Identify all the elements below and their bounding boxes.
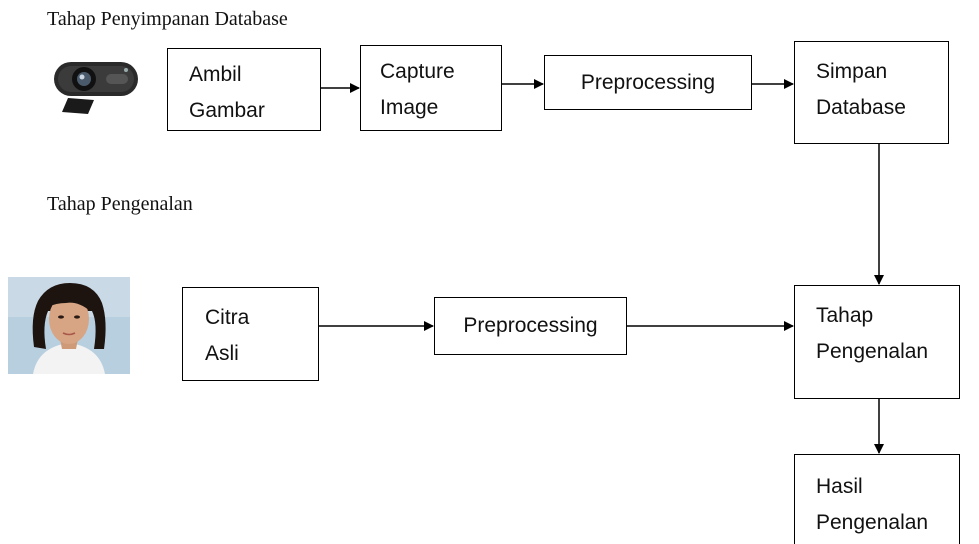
- node-label: Preprocessing: [463, 314, 598, 337]
- node-label: Pengenalan: [816, 340, 929, 363]
- node-preprocessing-recognition: Preprocessing: [434, 297, 627, 355]
- node-tahap-pengenalan: Tahap Pengenalan: [794, 285, 960, 399]
- node-ambil-gambar: Ambil Gambar: [167, 48, 321, 131]
- node-citra-asli: Citra Asli: [182, 287, 319, 381]
- node-label: Simpan: [816, 60, 888, 83]
- node-label: Capture: [380, 60, 455, 83]
- section-title-database: Tahap Penyimpanan Database: [47, 8, 288, 30]
- node-hasil-pengenalan: Hasil Pengenalan: [794, 454, 960, 544]
- webcam-icon: [54, 62, 138, 114]
- node-label: Ambil: [189, 63, 242, 86]
- node-label: Citra: [205, 306, 250, 329]
- node-label: Pengenalan: [816, 511, 929, 534]
- node-capture-image: Capture Image: [360, 45, 502, 131]
- node-label: Preprocessing: [580, 70, 716, 94]
- face-photo: [8, 277, 130, 374]
- node-label: Asli: [205, 342, 239, 365]
- node-simpan-database: Simpan Database: [794, 41, 949, 144]
- node-label: Gambar: [189, 99, 265, 122]
- node-label: Image: [380, 96, 439, 119]
- node-label: Tahap: [816, 304, 874, 327]
- node-preprocessing-database: Preprocessing: [544, 55, 752, 110]
- node-label: Database: [816, 96, 906, 119]
- section-title-recognition: Tahap Pengenalan: [47, 193, 193, 215]
- node-label: Hasil: [816, 475, 863, 498]
